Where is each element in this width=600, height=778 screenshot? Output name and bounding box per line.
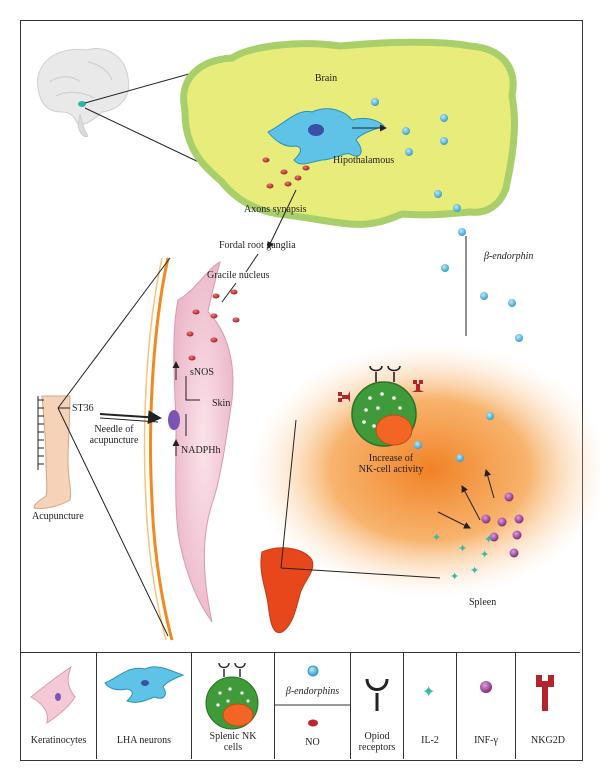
beta-endorphin-icon — [307, 665, 319, 677]
svg-text:✦: ✦ — [470, 564, 479, 577]
label-nadph: NADPHh — [181, 445, 221, 456]
label-acupuncture: Acupuncture — [32, 511, 84, 522]
legend-cell-keratinocytes: Keratinocytes — [21, 653, 97, 759]
cytokine-arrow-1 — [437, 511, 471, 529]
svg-text:✦: ✦ — [484, 533, 493, 546]
label-nk-line2: NK-cell activity — [358, 464, 424, 475]
gracile-skin-line — [221, 282, 237, 303]
legend-cell-infg: INF-γ — [457, 653, 516, 759]
legend-label-opioid-2: receptors — [358, 742, 396, 753]
label-needle-line1: Needle of — [94, 424, 134, 435]
legend-cell-opioid: Opiod receptors — [351, 653, 404, 759]
svg-text:✦: ✦ — [422, 682, 435, 701]
spleen-zoom-line-a — [280, 419, 297, 569]
legend-label-splenic-nk-2: cells — [223, 742, 243, 753]
legend-label-keratinocytes: Keratinocytes — [30, 735, 87, 746]
opioid-receptor-icon — [365, 678, 389, 711]
il2-icon: ✦ — [422, 682, 435, 701]
skin-zoom-line-bottom — [57, 407, 169, 637]
nkg2d-on-nk — [338, 380, 424, 402]
legend-label-beta-endorphins: β-endorphins — [285, 686, 340, 697]
legend-label-no: NO — [305, 737, 320, 748]
spleen-glow — [250, 342, 600, 598]
no-particles — [186, 157, 310, 361]
splenic-nk-icon — [205, 662, 259, 730]
label-snos: sNOS — [190, 367, 214, 378]
inf-gamma-particles — [481, 492, 524, 558]
opioid-receptors-on-nk — [369, 365, 401, 382]
spleen-organ — [260, 547, 314, 634]
endorphin-no-icons — [275, 665, 350, 727]
keratinocyte-icon — [30, 665, 76, 725]
legend-label-nkg2d: NKG2D — [531, 735, 565, 746]
brain-silhouette — [37, 48, 130, 137]
legend-cell-il2: ✦ IL-2 — [404, 653, 457, 759]
skin-zoom-line-top — [57, 257, 171, 409]
label-needle-line2: acupuncture — [89, 435, 139, 446]
label-st36: ST36 — [72, 403, 94, 414]
no-icon — [308, 719, 318, 727]
gracile-leader-line — [245, 253, 259, 273]
legend-cell-lha-neurons: LHA neurons — [97, 653, 192, 759]
beta-endorphin-particles — [371, 98, 523, 462]
legend: Keratinocytes LHA neurons Splenic NK cel… — [21, 652, 580, 759]
spleen-zoom-line-b — [280, 567, 441, 579]
hypothalamus-marker — [78, 101, 86, 107]
legend-label-splenic-nk-1: Splenic NK — [209, 731, 257, 742]
needle-arrow — [99, 410, 162, 425]
zoom-line-brain-bottom — [84, 107, 206, 166]
splenic-nk-cell — [351, 381, 417, 447]
legend-cell-nkg2d: NKG2D — [516, 653, 580, 759]
svg-text:✦: ✦ — [458, 542, 467, 555]
leg-illustration — [33, 395, 72, 509]
ruler-scale — [37, 396, 44, 470]
cytokine-arrow-2 — [461, 485, 481, 521]
lha-neuron-icon — [104, 666, 185, 703]
skin-cell-nucleus — [168, 410, 180, 430]
svg-text:✦: ✦ — [432, 531, 441, 544]
label-brain: Brain — [314, 73, 338, 84]
legend-label-lha-neurons: LHA neurons — [116, 735, 172, 746]
legend-label-il2: IL-2 — [421, 735, 439, 746]
il2-particles: ✦ ✦ ✦ ✦ ✦ ✦ — [432, 531, 493, 583]
label-dorsal-root-ganglia: Fordal root ganglia — [219, 240, 296, 251]
label-skin: Skin — [212, 398, 231, 409]
svg-text:✦: ✦ — [480, 548, 489, 561]
label-nk-line1: Increase of — [368, 453, 414, 464]
legend-cell-splenic-nk: Splenic NK cells — [192, 653, 275, 759]
legend-label-opioid-1: Opiod — [364, 731, 390, 742]
label-beta-endorphin: β-endorphin — [484, 251, 534, 262]
inf-gamma-icon — [480, 681, 492, 693]
legend-cell-endorphins-no: β-endorphins NO — [275, 653, 351, 759]
snos-bracket — [185, 376, 200, 401]
label-axons-synapsis: Axons synapsis — [244, 204, 307, 215]
skin-membrane — [149, 257, 174, 641]
cytokine-arrow-3 — [484, 469, 495, 499]
keratinocyte-cell — [173, 261, 234, 623]
label-spleen: Spleen — [469, 597, 497, 608]
label-gracile-nucleus: Gracile nucleus — [207, 270, 270, 281]
ganglia-axon-arrow — [267, 189, 297, 249]
svg-text:✦: ✦ — [450, 570, 459, 583]
legend-label-infg: INF-γ — [474, 735, 498, 746]
nkg2d-icon — [536, 675, 554, 711]
label-hypothalamus: Hipothalamous — [333, 155, 395, 166]
lha-neuron — [267, 108, 385, 165]
